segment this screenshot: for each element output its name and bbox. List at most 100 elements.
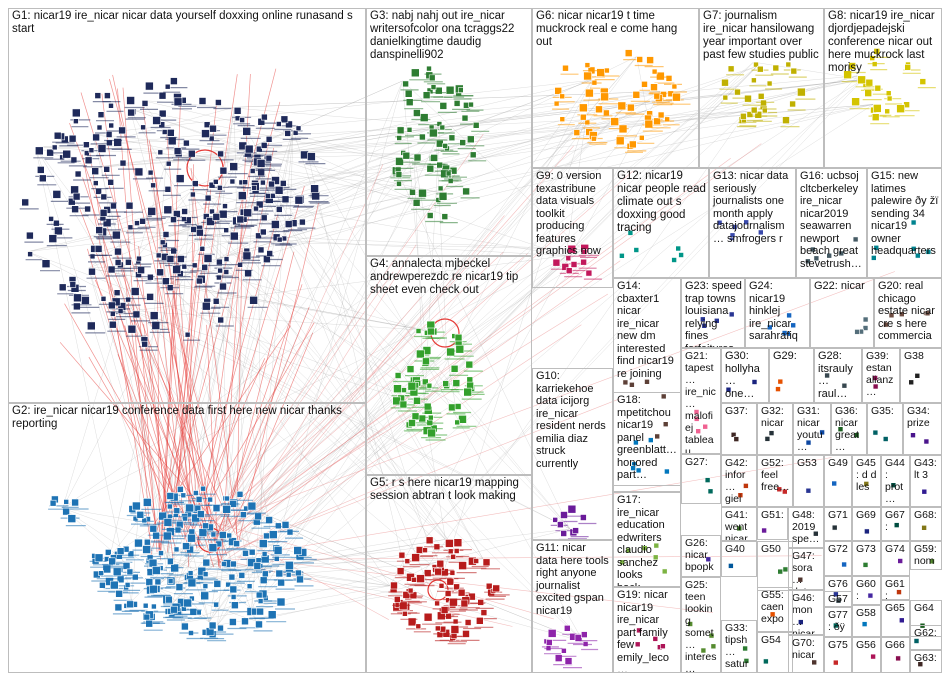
graph-node [216,274,222,281]
graph-node [419,113,429,122]
graph-node [416,349,425,359]
group-label: G42: infor… giei nuev… [725,457,748,506]
graph-node [158,550,164,556]
graph-node [84,156,93,165]
group-box-g77: G77: ðÿ [824,607,852,637]
group-box-g10: G10: karriekehoe data icijorg ire_nicar … [532,368,613,540]
graph-node [48,216,54,222]
group-label: G58 [856,607,876,619]
graph-node [255,200,264,209]
graph-node [167,578,174,585]
graph-node [223,227,229,233]
graph-node [275,121,282,127]
graph-node [98,570,104,577]
graph-edge [425,79,864,537]
graph-node [281,195,290,204]
graph-node [255,145,263,153]
graph-node [209,124,217,133]
graph-node [222,504,231,514]
group-label: G1: nicar19 ire_nicar nicar data yoursel… [12,10,353,35]
graph-node [95,226,103,234]
graph-node [173,546,180,553]
graph-node [228,573,236,581]
graph-node [162,277,170,286]
graph-node [256,607,264,616]
group-box-g4: G4: annalecta mjbeckel andrewperezdc re … [366,256,532,475]
group-box-g21: G21: tapest… ire_nic… malofiej tableau e… [681,348,721,454]
group-label: G50 [761,543,781,555]
graph-edge [394,166,571,530]
graph-node [223,269,230,275]
graph-node [215,99,222,106]
graph-edge [219,164,384,528]
graph-node [84,205,91,213]
group-box-g28: G28: itsrauly… raul… [814,348,862,403]
graph-node [405,98,414,106]
graph-node [114,247,122,256]
graph-node [265,136,273,143]
graph-node [183,598,192,608]
group-box-g34: G34: prize [903,403,942,455]
group-box-g6: G6: nicar nicar19 t time muckrock real e… [532,8,699,168]
graph-node [285,561,294,570]
group-label: G37: [725,405,748,417]
graph-edge [229,145,574,535]
graph-node [156,268,164,277]
graph-node [260,214,268,222]
graph-node [88,147,95,153]
graph-edge [213,111,748,603]
graph-edge [141,100,444,171]
graph-edge [181,263,425,331]
group-box-g73: G73 [852,541,881,576]
graph-node [276,236,283,243]
graph-node [277,578,285,587]
group-box-g32: G32: nicar [757,403,793,455]
graph-node [88,267,96,276]
graph-node [103,166,110,173]
graph-edge [223,269,274,545]
graph-node [294,195,304,205]
graph-node [457,87,464,93]
group-label: G64 [914,602,934,614]
group-label: G40 [725,543,745,555]
graph-node [72,108,81,118]
graph-node [409,189,416,196]
graph-node [465,360,474,369]
graph-node [126,96,135,105]
graph-edge [264,94,656,157]
group-label: G23: speed trap towns louisiana relying … [685,280,742,347]
graph-node [130,287,140,296]
graph-node [285,120,293,129]
graph-node [231,601,239,610]
graph-edge [167,75,858,285]
group-label: G46: mon… nicar [792,592,815,635]
graph-node [114,603,123,612]
group-label: G65 [885,602,905,614]
graph-node [442,380,450,387]
graph-edge [79,208,205,539]
graph-node [208,543,218,552]
group-label: G71 [828,509,848,521]
graph-edge [195,225,425,404]
group-box-g38: G38 [900,348,942,403]
group-label: G25: teen looking somet… interes… [685,579,717,673]
graph-node [159,239,166,246]
group-box-g56: G56 [852,637,881,673]
group-label: G70: nicar [792,637,815,661]
group-label: G72 [828,543,848,555]
group-box-g40: G40 [721,541,757,577]
graph-node [251,185,257,191]
graph-node [177,486,184,493]
graph-node [198,97,207,105]
graph-edge [167,558,264,596]
graph-node [181,208,188,215]
graph-edge [424,66,758,404]
graph-edge [237,457,832,558]
graph-node [259,228,267,236]
graph-node [183,139,190,147]
graph-edge [244,150,484,559]
graph-edge [243,505,435,602]
graph-node [242,550,249,557]
graph-node [418,188,427,198]
graph-node [67,514,77,523]
